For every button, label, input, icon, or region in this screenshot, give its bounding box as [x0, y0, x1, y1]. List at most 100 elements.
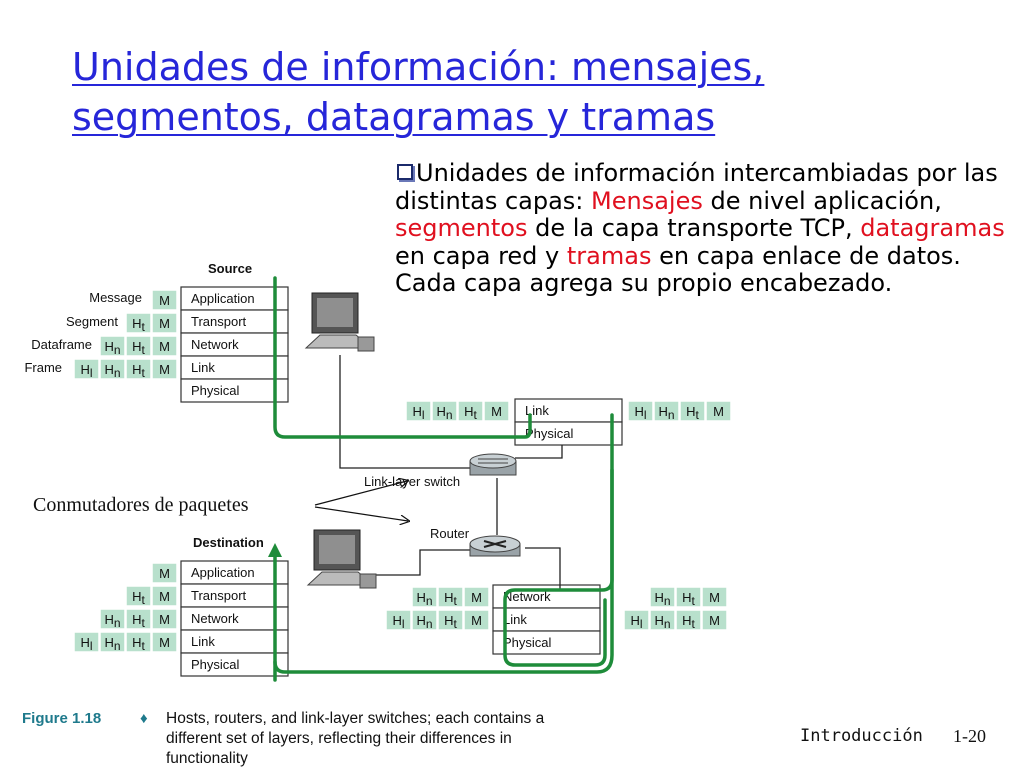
router-layer-link: Link	[503, 612, 527, 627]
header-label-m: M	[159, 339, 170, 354]
row-label-dataframe: Dataframe	[31, 337, 92, 352]
header-label-hl: Hl	[412, 404, 424, 422]
header-label-hn: Hn	[104, 339, 120, 357]
header-label-m: M	[471, 613, 482, 628]
header-cell-hn	[649, 609, 676, 631]
header-cell-ht	[125, 585, 152, 607]
header-cell-m	[463, 586, 490, 608]
router-icon	[469, 535, 521, 557]
bullet-run-0: Unidades de información intercambiadas p…	[395, 159, 998, 215]
destination-layer-physical: Physical	[191, 657, 240, 672]
header-label-hn: Hn	[416, 590, 432, 608]
header-cell-m	[151, 631, 178, 653]
header-label-hn: Hn	[104, 612, 120, 630]
switch-label: Link-layer switch	[364, 474, 460, 489]
header-label-m: M	[491, 404, 502, 419]
header-cell-hl	[623, 609, 650, 631]
header-label-m: M	[159, 589, 170, 604]
header-label-ht: Ht	[464, 404, 477, 422]
header-cell-m	[151, 562, 178, 584]
header-cell-ht	[679, 400, 706, 422]
header-cell-hn	[99, 335, 126, 357]
header-label-hn: Hn	[104, 635, 120, 653]
header-cell-m	[701, 609, 728, 631]
destination-layer-box	[180, 652, 289, 677]
header-label-ht: Ht	[132, 635, 145, 653]
header-cell-m	[151, 289, 178, 311]
header-label-hn: Hn	[104, 362, 120, 380]
header-label-hn: Hn	[658, 404, 674, 422]
data-path	[268, 276, 614, 682]
title-line-1: Unidades de información: mensajes,	[72, 45, 765, 89]
header-label-m: M	[709, 590, 720, 605]
header-label-m: M	[159, 612, 170, 627]
header-label-m: M	[471, 590, 482, 605]
header-cell-ht	[125, 312, 152, 334]
row-label-segment: Segment	[66, 314, 118, 329]
destination-layer-network: Network	[191, 611, 239, 626]
caption-line-1: Hosts, routers, and link-layer switches;…	[166, 710, 545, 727]
slide-title: Unidades de información: mensajes, segme…	[72, 42, 972, 142]
bullet-run-1: Mensajes	[591, 186, 703, 215]
header-cell-hn	[653, 400, 680, 422]
bullet-runs: Unidades de información intercambiadas p…	[395, 159, 1005, 297]
header-cell-hn	[411, 609, 438, 631]
header-label-ht: Ht	[686, 404, 699, 422]
header-label-ht: Ht	[132, 339, 145, 357]
destination-layer-transport: Transport	[191, 588, 247, 603]
header-cell-hl	[73, 358, 100, 380]
header-cell-hn	[431, 400, 458, 422]
header-label-ht: Ht	[132, 589, 145, 607]
header-label-ht: Ht	[682, 613, 695, 631]
header-cell-m	[151, 312, 178, 334]
header-label-hn: Hn	[436, 404, 452, 422]
router-layer-box	[492, 630, 601, 655]
header-cell-hn	[649, 586, 676, 608]
header-label-ht: Ht	[682, 590, 695, 608]
header-cell-ht	[437, 586, 464, 608]
header-label-ht: Ht	[132, 612, 145, 630]
title-line-2: segmentos, datagramas y tramas	[72, 95, 716, 139]
header-label-hn: Hn	[416, 613, 432, 631]
header-cell-ht	[125, 608, 152, 630]
switch-layer-physical: Physical	[525, 426, 574, 441]
bullet-run-3: segmentos	[395, 214, 528, 242]
source-label: Source	[208, 261, 252, 276]
footer-page-number: 1-20	[953, 726, 986, 746]
header-cell-hl	[73, 631, 100, 653]
bullet-run-2: de nivel aplicación,	[702, 186, 942, 215]
header-label-hl: Hl	[634, 404, 646, 422]
header-cell-hl	[405, 400, 432, 422]
source-layer-box	[180, 378, 289, 403]
header-label-m: M	[713, 404, 724, 419]
switch-icon	[469, 453, 517, 476]
row-label-message: Message	[89, 290, 142, 305]
bullet-run-6: en capa red y	[395, 241, 567, 270]
header-label-m: M	[709, 613, 720, 628]
header-cell-ht	[125, 358, 152, 380]
header-label-hl: Hl	[80, 635, 92, 653]
source-layer-application: Application	[191, 291, 255, 306]
bullet-text: Unidades de información intercambiadas p…	[395, 159, 1015, 298]
header-label-m: M	[159, 566, 170, 581]
header-cell-ht	[125, 335, 152, 357]
caption-line-2: different set of layers, reflecting thei…	[166, 730, 512, 747]
router-label: Router	[430, 526, 470, 541]
header-label-m: M	[159, 316, 170, 331]
header-label-ht: Ht	[132, 362, 145, 380]
header-cell-ht	[457, 400, 484, 422]
router-layer-network: Network	[503, 589, 551, 604]
footer-section: Introducción	[800, 726, 923, 746]
header-cell-ht	[675, 586, 702, 608]
bullet-run-7: tramas	[566, 241, 652, 270]
header-label-m: M	[159, 362, 170, 377]
header-cell-m	[463, 609, 490, 631]
caption-diamond-icon: ♦	[140, 710, 148, 727]
header-cell-ht	[675, 609, 702, 631]
header-cell-hn	[99, 608, 126, 630]
source-layer-link: Link	[191, 360, 215, 375]
